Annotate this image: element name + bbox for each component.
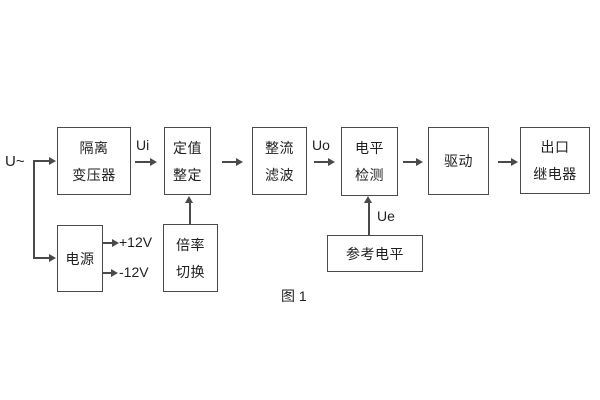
block-label: 驱动 <box>444 153 473 169</box>
connector-power-minus12v <box>103 272 111 274</box>
block-label-line2: 整定 <box>173 166 202 183</box>
block-isolation-transformer: 隔离 变压器 <box>57 127 131 195</box>
connector-input-to-transformer <box>33 160 49 162</box>
connector-level-to-drive <box>403 161 416 163</box>
connector-transformer-to-setting <box>135 161 150 163</box>
ui-signal-label: Ui <box>136 137 150 153</box>
block-label-line2: 检测 <box>355 167 384 183</box>
connector-rectifier-to-level <box>314 161 328 163</box>
plus-12v-label: +12V <box>119 234 153 250</box>
arrowhead-right-icon <box>150 158 157 166</box>
block-label-line2: 滤波 <box>265 166 294 183</box>
block-label-line2: 继电器 <box>533 166 577 182</box>
block-label: 电源 <box>65 250 95 267</box>
arrowhead-right-icon <box>511 158 518 166</box>
connector-ratio-to-setting <box>189 203 191 224</box>
arrowhead-right-icon <box>111 269 118 277</box>
block-label-line1: 隔离 <box>79 139 109 156</box>
block-drive: 驱动 <box>428 127 489 195</box>
connector-setting-to-rectifier <box>222 161 236 163</box>
arrowhead-up-icon <box>185 196 193 203</box>
arrowhead-right-icon <box>112 239 119 247</box>
arrowhead-right-icon <box>49 157 56 165</box>
arrowhead-right-icon <box>49 254 56 262</box>
connector-reference-to-level <box>368 203 370 235</box>
block-output-relay: 出口 继电器 <box>520 127 590 194</box>
block-label-line1: 出口 <box>540 139 570 155</box>
block-label-line2: 变压器 <box>72 166 116 183</box>
figure-caption: 图 1 <box>281 288 307 304</box>
block-rectifier-filter: 整流 滤波 <box>252 127 307 195</box>
block-reference-level: 参考电平 <box>327 235 423 272</box>
block-label-line1: 倍率 <box>176 236 205 253</box>
block-label-line1: 电平 <box>355 140 384 156</box>
connector-input-branch <box>33 160 35 258</box>
ue-signal-label: Ue <box>377 208 395 224</box>
connector-input-to-power <box>33 257 49 259</box>
block-level-detection: 电平 检测 <box>341 127 398 196</box>
arrowhead-right-icon <box>236 158 243 166</box>
block-label-line1: 定值 <box>173 139 202 156</box>
block-value-setting: 定值 整定 <box>164 127 211 195</box>
arrowhead-right-icon <box>328 158 335 166</box>
arrowhead-up-icon <box>364 196 372 203</box>
uo-signal-label: Uo <box>312 137 330 153</box>
input-signal-label: U~ <box>5 153 25 170</box>
connector-drive-to-relay <box>498 161 511 163</box>
block-label-line1: 整流 <box>265 139 294 156</box>
block-label: 参考电平 <box>346 245 404 262</box>
minus-12v-label: -12V <box>119 264 149 280</box>
block-label-line2: 切换 <box>176 263 205 280</box>
block-power-supply: 电源 <box>57 225 103 292</box>
arrowhead-right-icon <box>416 158 423 166</box>
connector-power-plus12v <box>103 242 112 244</box>
block-ratio-switch: 倍率 切换 <box>163 224 218 292</box>
